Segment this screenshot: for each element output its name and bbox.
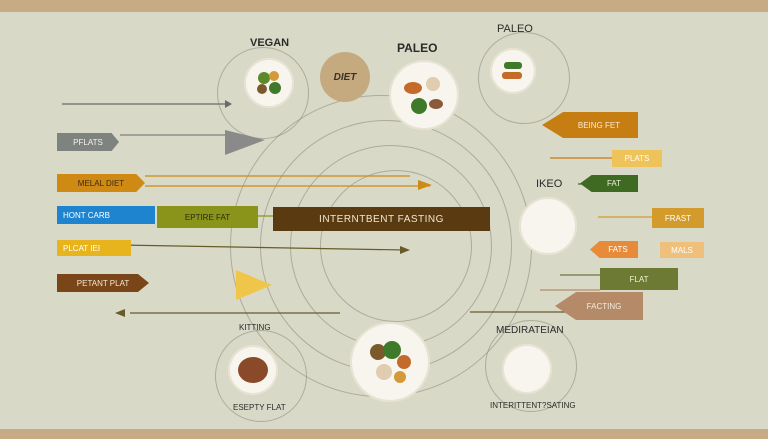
- mediterranean-plate: [502, 344, 552, 394]
- label-vegan: VEGAN: [250, 37, 290, 49]
- vegan-food-icon: [257, 71, 281, 94]
- paleo-food-icon: [404, 77, 443, 114]
- ring-mediterranean: [485, 320, 577, 412]
- right-tag-plats: PLATS: [612, 150, 662, 167]
- bottom-band: [0, 429, 768, 439]
- mixed-food-icon: [370, 341, 411, 383]
- ikeo-plate: [519, 197, 577, 255]
- label-kitting: KITTING: [239, 323, 271, 332]
- kitting-food-icon: [238, 357, 268, 383]
- left-tag-hont-carb: HONT CARB: [57, 206, 155, 224]
- label-paleo-right: PALEO: [497, 23, 533, 35]
- label-mediterranean: MEDIRATEIAN: [496, 325, 564, 336]
- right-tag-facting: FACTING: [555, 292, 643, 320]
- right-tag-frast: FRAST: [652, 208, 704, 228]
- vegan-plate: [244, 58, 294, 108]
- paleo-right-plate: [490, 48, 536, 94]
- left-tag-plcat: PLCAT IEI: [57, 240, 131, 256]
- paleo-right-food-icon: [502, 62, 522, 79]
- diet-circle: DIET: [320, 52, 370, 102]
- label-espy-flat: ESEPTY FLAT: [233, 403, 286, 412]
- right-tag-mals: MALS: [660, 242, 704, 258]
- left-tag-petant-plat: PETANT PLAT: [57, 274, 149, 292]
- label-ikeo: IKEO: [536, 178, 563, 190]
- label-paleo-center: PALEO: [397, 41, 438, 55]
- right-tag-being-fet: BEING FET: [542, 112, 638, 138]
- ring-paleo-right: [478, 32, 570, 124]
- ring-core: [320, 170, 472, 322]
- center-bar: INTERNTBENT FASTING: [273, 207, 490, 231]
- right-tag-fats: FATS: [590, 241, 638, 258]
- ring-vegan: [217, 47, 309, 139]
- left-tag-pflats: PFLATS: [57, 133, 119, 151]
- ring-kitting: [215, 330, 307, 422]
- center-bottom-plate: [350, 322, 430, 402]
- right-tag-flat: FLAT: [600, 268, 678, 290]
- top-band: [0, 0, 768, 12]
- label-intermittent-bottom: INTERITTENT?SATING: [490, 401, 576, 410]
- left-tag-melal-diet: MELAL DIET: [57, 174, 145, 192]
- center-bar-label: INTERNTBENT FASTING: [319, 213, 444, 225]
- kitting-plate: [228, 345, 278, 395]
- left-tag-eptire-fat: EPTIRE FAT: [157, 206, 258, 228]
- right-tag-fat: FAT: [580, 175, 638, 192]
- paleo-plate: [389, 60, 459, 130]
- diet-label: DIET: [333, 71, 357, 83]
